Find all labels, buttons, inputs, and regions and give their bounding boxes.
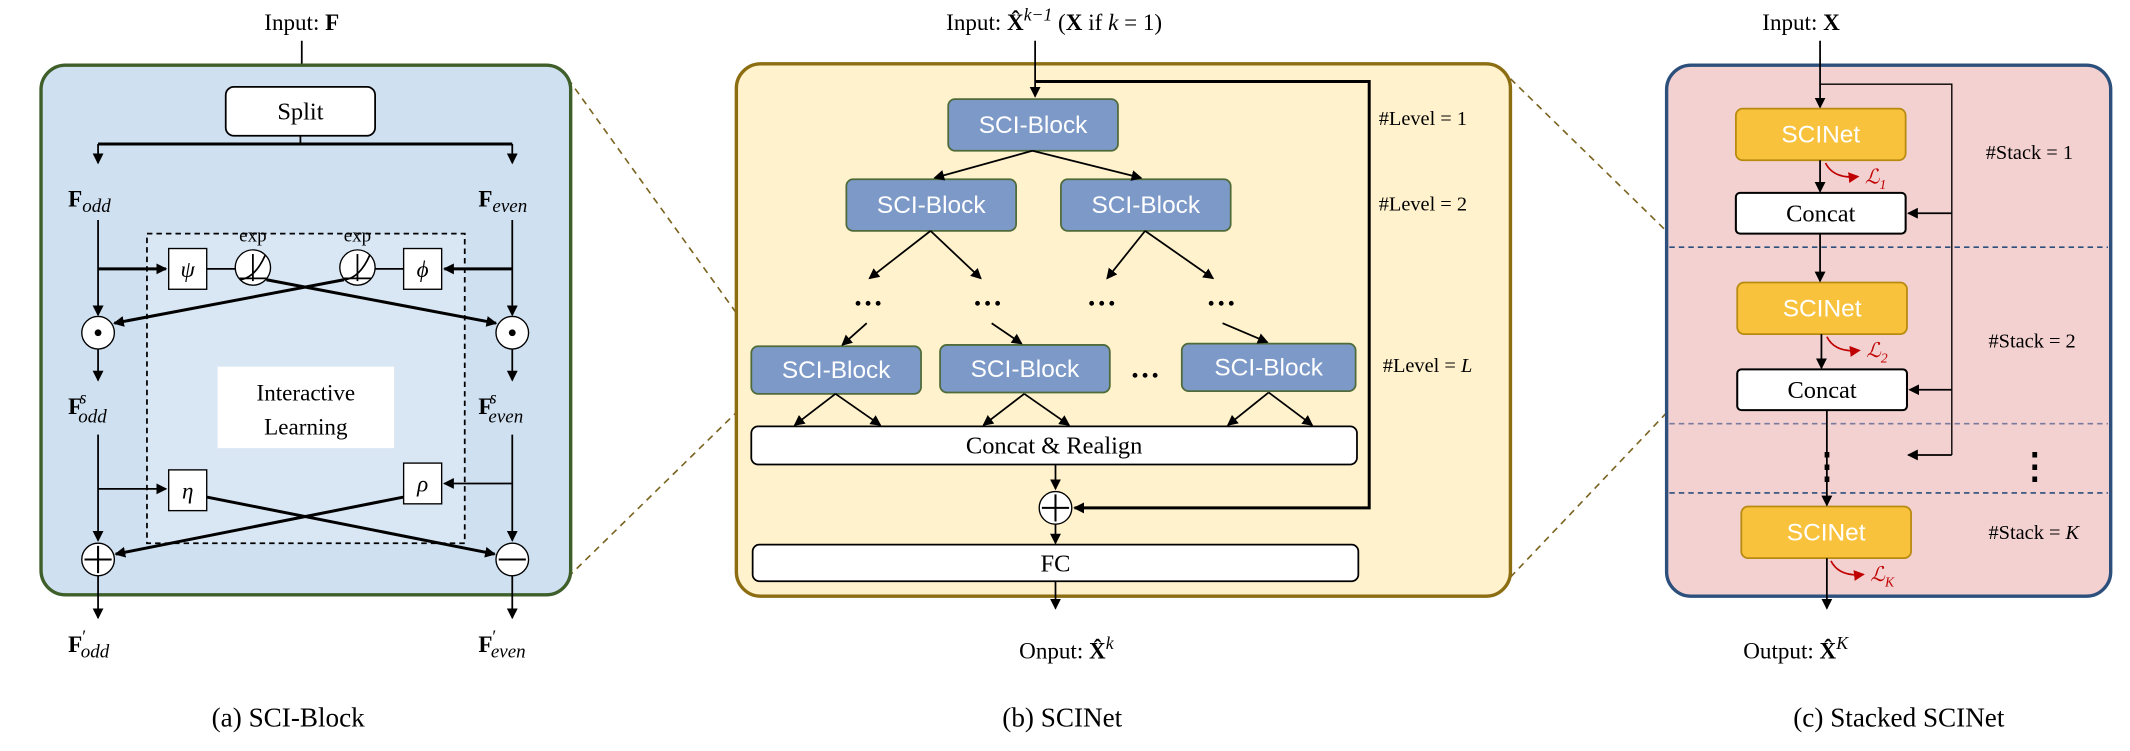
vertical-ellipsis: ⋮: [1809, 447, 1844, 486]
svg-text:ℒ1: ℒ1: [1865, 166, 1886, 191]
concat-realign-box: [750, 425, 1358, 466]
stack-1-label: #Stack = 1: [1986, 142, 2073, 164]
input-label: Input: F: [264, 9, 339, 35]
input-label: Input: X̂k−1 (X if k = 1): [946, 4, 1162, 35]
vertical-ellipsis: ⋮: [2017, 447, 2052, 486]
scinet-label: SCINet: [1787, 520, 1866, 547]
scinet-box: SCINet: [1736, 281, 1908, 335]
panel-sci-block: Input: F Split Fodd Feven ψ ϕ exp exp: [39, 9, 573, 733]
f-even-label: Feven: [478, 185, 527, 216]
sci-block-box: SCI-Block: [1180, 342, 1357, 393]
output-label: Onput: X̂k: [1019, 633, 1115, 664]
plus-icon: [81, 542, 116, 577]
loss-1: ℒ1: [1824, 162, 1886, 192]
phi-box: [402, 247, 443, 290]
sci-block-box: SCI-Block: [939, 344, 1111, 394]
concat-box: Concat: [1736, 368, 1909, 412]
scinet-box: SCINet: [1740, 505, 1912, 560]
rho-box: [402, 462, 443, 505]
split-label: Split: [277, 99, 323, 126]
exp-icon: [234, 249, 272, 286]
concat-label: Concat: [1786, 200, 1855, 227]
sci-block-box: SCI-Block: [845, 178, 1017, 232]
multiply-icon: [495, 315, 530, 350]
caption-b: (b) SCINet: [1002, 703, 1122, 733]
eta-box: [168, 469, 208, 512]
output-label: Output: X̂K: [1743, 633, 1849, 664]
stack-2-label: #Stack = 2: [1988, 331, 2075, 353]
sci-block-label: SCI-Block: [971, 356, 1080, 383]
psi-label: ψ: [181, 256, 196, 282]
concat-box: Concat: [1734, 191, 1907, 235]
interactive-learning-label: Interactive: [257, 380, 356, 406]
eta-label: η: [182, 477, 193, 503]
psi-box: [168, 247, 208, 290]
fc-label: FC: [1041, 551, 1071, 578]
sci-block-label: SCI-Block: [1214, 355, 1323, 382]
plus-icon: [1038, 490, 1073, 525]
f-odd-prime-label: F′odd: [68, 626, 110, 662]
phi-label: ϕ: [417, 256, 429, 282]
f-even-prime-label: F′even: [478, 626, 525, 662]
loss-2: ℒ2: [1826, 336, 1888, 366]
svg-text:ℒK: ℒK: [1870, 564, 1895, 589]
interactive-learning-label: Learning: [264, 414, 348, 440]
sci-block-label: SCI-Block: [877, 192, 986, 219]
sci-block-label: SCI-Block: [782, 357, 891, 384]
ellipsis: …: [1130, 352, 1160, 385]
exp-icon: [339, 249, 376, 286]
panel-stacked-scinet: Input: X SCINetSCINetSCINetConcatConcat …: [1664, 9, 2113, 733]
input-label: Input: X: [1762, 9, 1840, 35]
concat-label: Concat: [1787, 377, 1856, 404]
scinet-label: SCINet: [1783, 295, 1862, 322]
svg-text:ℒ2: ℒ2: [1866, 340, 1888, 365]
panel-scinet: Input: X̂k−1 (X if k = 1) SCI-BlockSCI-B…: [734, 4, 1513, 733]
interactive-learning-box: [217, 366, 395, 449]
level-l-label: #Level = L: [1383, 355, 1473, 377]
sci-block-label: SCI-Block: [979, 112, 1088, 139]
level-1-label: #Level = 1: [1379, 108, 1467, 130]
sci-block-box: SCI-Block: [750, 345, 922, 395]
ellipsis: …: [853, 280, 883, 313]
scinet-box: SCINet: [1734, 107, 1907, 162]
loss-k: ℒK: [1830, 560, 1895, 590]
exp-label: exp: [344, 226, 371, 247]
ellipsis: …: [1087, 280, 1117, 313]
sci-block-box: SCI-Block: [947, 98, 1119, 152]
multiply-icon: [81, 315, 116, 350]
stack-k-label: #Stack = K: [1988, 522, 2080, 544]
sci-block-label: SCI-Block: [1091, 192, 1200, 219]
exp-label: exp: [239, 226, 266, 247]
caption-a: (a) SCI-Block: [212, 703, 366, 733]
stack-dividers: [1669, 246, 2108, 494]
f-odd-label: Fodd: [68, 185, 111, 216]
sci-block-box: SCI-Block: [1060, 178, 1232, 232]
caption-c: (c) Stacked SCINet: [1793, 703, 2005, 733]
ellipsis: …: [973, 280, 1003, 313]
rho-label: ρ: [416, 471, 428, 497]
ellipsis: …: [1206, 280, 1236, 313]
scinet-label: SCINet: [1781, 122, 1860, 149]
level-2-label: #Level = 2: [1379, 193, 1467, 215]
minus-icon: [495, 542, 530, 577]
panel-background: [734, 62, 1513, 598]
concat-realign-label: Concat & Realign: [966, 433, 1142, 460]
